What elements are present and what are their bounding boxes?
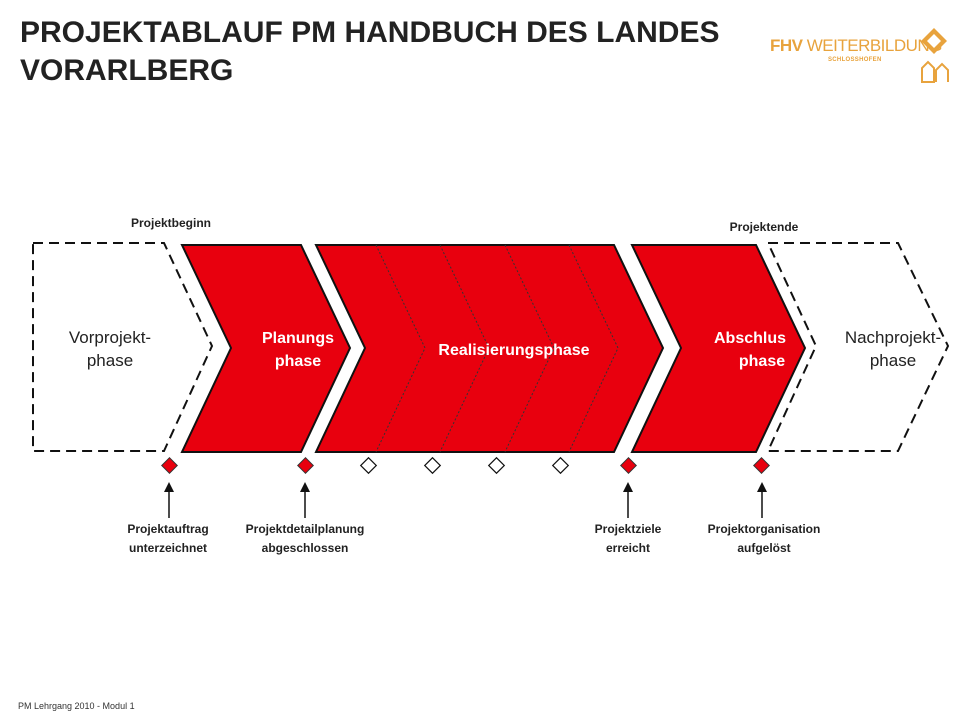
post-phase-label-line2: phase xyxy=(870,351,916,370)
milestone-label-2-line1: Projektdetailplanung xyxy=(246,522,365,536)
milestone-diamond-empty xyxy=(487,456,506,475)
milestone-diamond-filled xyxy=(297,457,314,474)
milestone-diamonds xyxy=(161,456,770,475)
milestone-diamond-filled xyxy=(620,457,637,474)
pre-phase-label-line1: Vorprojekt- xyxy=(69,328,151,347)
closing-phase-shape xyxy=(630,244,807,453)
milestone-diamond-empty xyxy=(359,456,378,475)
post-phase-label-line1: Nachprojekt- xyxy=(845,328,941,347)
logo-text: FHV WEITERBILDUNG xyxy=(770,36,942,56)
logo-text-bold: FHV xyxy=(770,36,803,55)
pre-phase-label-line2: phase xyxy=(87,351,133,370)
logo-text-light: WEITERBILDUNG xyxy=(806,36,943,55)
planning-phase-label-line2: phase xyxy=(275,353,321,370)
closing-phase-label-line1: Abschlus xyxy=(714,330,786,347)
closing-phase-label-line2: phase xyxy=(739,353,785,370)
realization-phase-label: Realisierungsphase xyxy=(438,342,589,359)
milestone-arrows xyxy=(164,482,767,518)
post-project-phase-shape xyxy=(766,242,950,452)
footer-text: PM Lehrgang 2010 - Modul 1 xyxy=(18,701,135,711)
milestone-label-3-line2: erreicht xyxy=(606,541,650,555)
pre-project-phase-shape xyxy=(32,242,214,452)
milestone-label-1-line1: Projektauftrag xyxy=(127,522,208,536)
page-title: PROJEKTABLAUF PM HANDBUCH DES LANDES VOR… xyxy=(20,16,720,87)
planning-phase-label-line1: Planungs xyxy=(262,330,334,347)
planning-phase-shape xyxy=(180,244,352,453)
project-start-label: Projektbeginn xyxy=(131,216,211,230)
milestone-label-3-line1: Projektziele xyxy=(595,522,662,536)
milestone-label-2-line2: abgeschlossen xyxy=(262,541,349,555)
milestone-diamond-filled xyxy=(161,457,178,474)
milestone-label-4-line1: Projektorganisation xyxy=(708,522,821,536)
milestone-diamond-filled xyxy=(753,457,770,474)
project-end-label: Projektende xyxy=(730,220,799,234)
milestone-diamond-empty xyxy=(423,456,442,475)
milestone-label-1-line2: unterzeichnet xyxy=(129,541,207,555)
fhv-logo: FHV WEITERBILDUNG SCHLOSSHOFEN xyxy=(770,26,950,86)
realization-phase-shape xyxy=(314,244,665,453)
logo-subtext: SCHLOSSHOFEN xyxy=(828,57,882,63)
logo-diamond-icon xyxy=(921,28,949,83)
milestone-label-4-line2: aufgelöst xyxy=(737,541,790,555)
milestone-diamond-empty xyxy=(551,456,570,475)
